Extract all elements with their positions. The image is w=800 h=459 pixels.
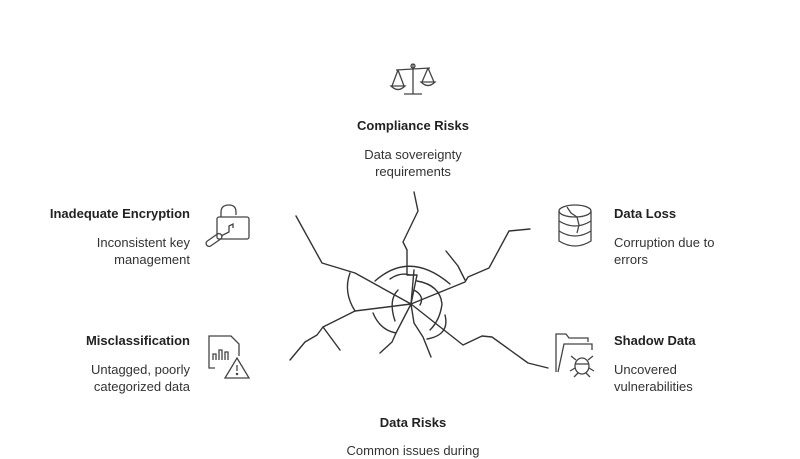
crack-arc-inner <box>389 273 411 280</box>
crack-arc-small <box>413 289 423 306</box>
node-title: Shadow Data <box>614 333 696 348</box>
crack-branch-left <box>322 326 341 351</box>
node-title: Inadequate Encryption <box>49 206 190 221</box>
node-description: Data sovereignty requirements <box>313 146 513 180</box>
crack-down-left <box>379 303 412 354</box>
description-line: errors <box>614 252 648 267</box>
crack-upper-right <box>410 228 531 305</box>
node-title: Misclassification <box>85 333 190 348</box>
crack-upper-left <box>295 215 412 305</box>
crack-down <box>410 269 432 358</box>
center-description: Common issues during <box>346 443 480 458</box>
crack-arc-ring-left <box>372 312 397 334</box>
crack-arc-inner-left <box>391 289 399 322</box>
document-chart-warning-icon <box>208 335 251 379</box>
description-line: Untagged, poorly <box>90 362 190 377</box>
description-line: categorized data <box>93 379 190 394</box>
crack-arc-lower-right <box>426 314 447 340</box>
description-line: management <box>114 252 190 267</box>
node-description: Corruption due to errors <box>614 234 714 268</box>
node-title: Compliance Risks <box>357 118 469 133</box>
crack-top <box>402 191 419 305</box>
node-description: Uncovered vulnerabilities <box>614 361 693 395</box>
scales-icon <box>389 63 437 95</box>
cracked-database-icon <box>558 204 592 247</box>
description-line: vulnerabilities <box>614 379 693 394</box>
crack-lower-right <box>410 303 549 369</box>
description-line: Corruption due to <box>614 235 715 250</box>
crack-branch-right <box>445 250 466 281</box>
node-title: Data Loss <box>614 206 677 221</box>
node-description: Inconsistent key management <box>0 234 190 268</box>
crack-arc-ring <box>374 265 451 285</box>
center-title: Data Risks <box>379 415 447 430</box>
broken-lock-icon <box>205 204 250 248</box>
description-line: Data sovereignty <box>364 147 462 162</box>
crack-arc-outer-left <box>346 272 356 312</box>
description-line: requirements <box>375 164 451 179</box>
node-description: Untagged, poorly categorized data <box>0 361 190 395</box>
description-line: Uncovered <box>614 362 677 377</box>
description-line: Inconsistent key <box>96 235 190 250</box>
folder-bug-icon <box>555 333 595 378</box>
crack-lower-left <box>289 303 412 361</box>
crack-arc-right <box>416 280 443 331</box>
